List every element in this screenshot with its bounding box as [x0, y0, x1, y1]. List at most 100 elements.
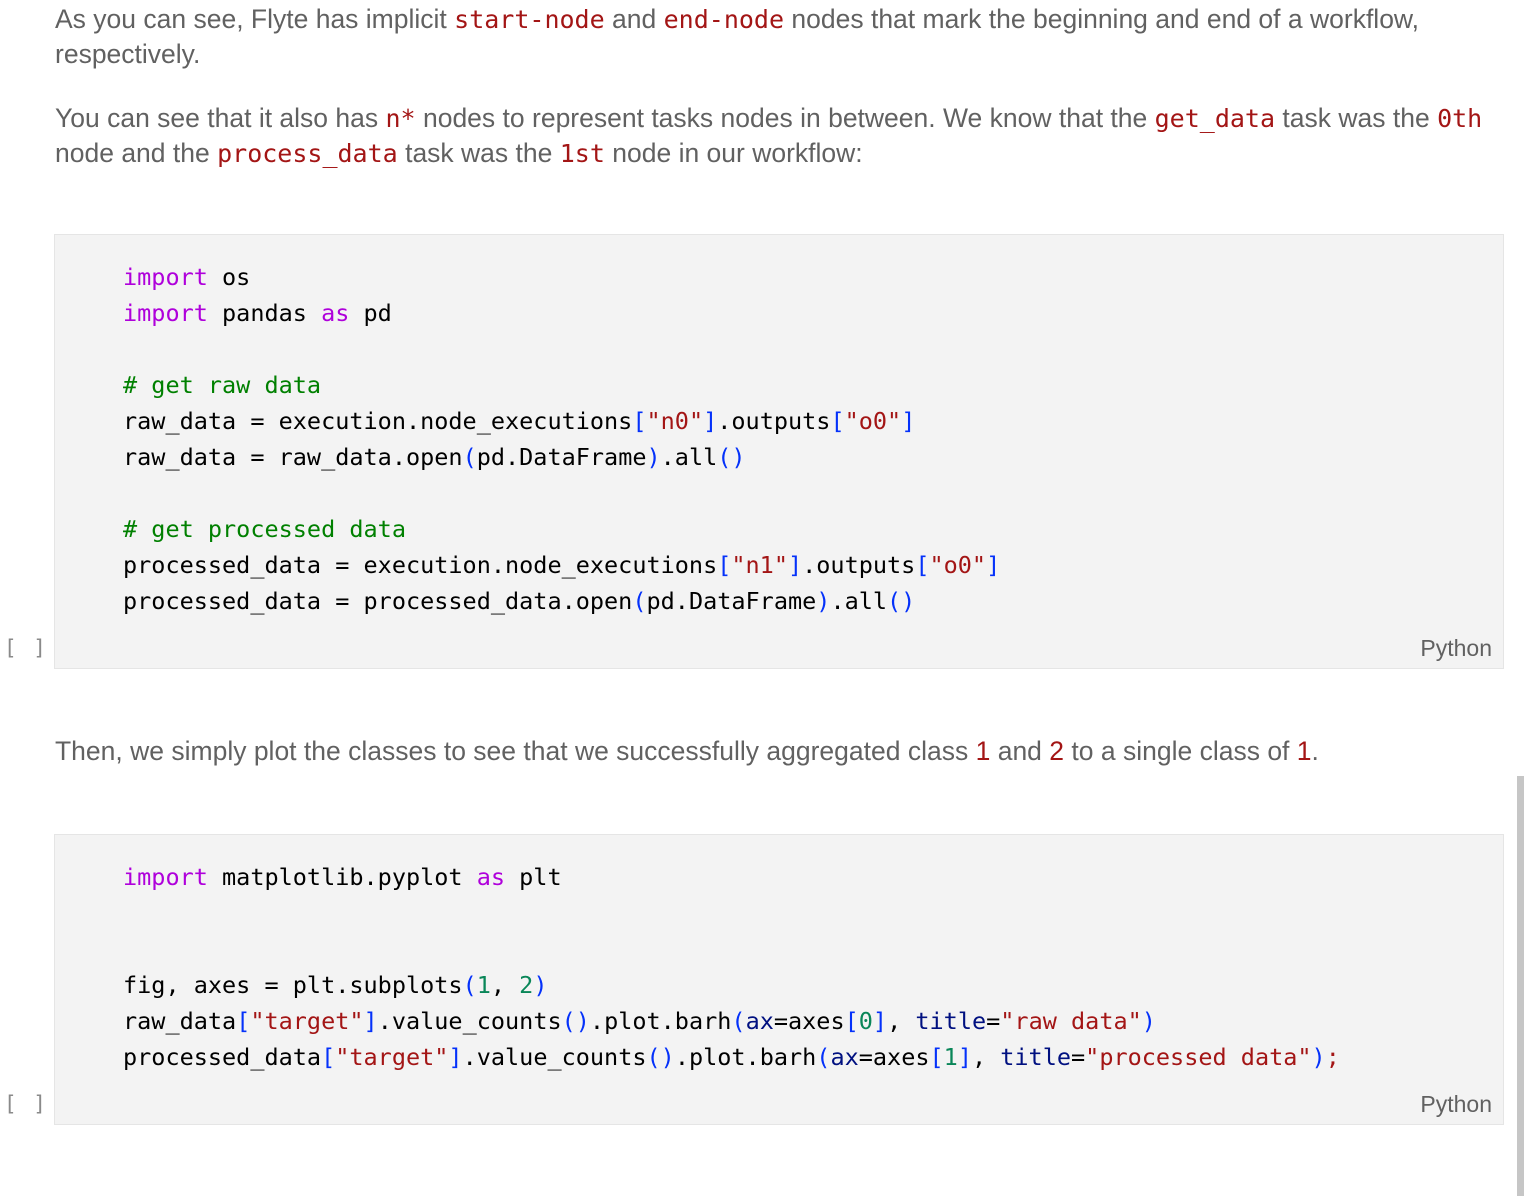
bracket: () [717, 443, 746, 471]
string: "o0" [844, 407, 902, 435]
inline-code-0th: 0th [1437, 104, 1483, 133]
inline-code-1st: 1st [559, 139, 605, 168]
inline-code-end-node: end-node [663, 5, 785, 34]
bracket: ( [731, 1007, 746, 1035]
code-line: fig, axes = plt.subplots(1, 2) [123, 971, 547, 999]
parameter: ax [745, 1007, 774, 1035]
code-line: raw_data = execution.node_executions["n0… [123, 407, 915, 435]
markdown-cell-3: Then, we simply plot the classes to see … [55, 734, 1515, 769]
code-text: raw_data = raw_data.open [123, 443, 463, 471]
code-text: pd.DataFrame [476, 443, 647, 471]
code-text: , [887, 1007, 916, 1035]
markdown-cell-1: As you can see, Flyte has implicit start… [55, 2, 1515, 72]
code-text: plt [505, 863, 562, 891]
bracket: ) [1141, 1007, 1156, 1035]
code-line: processed_data = execution.node_executio… [123, 551, 1000, 579]
code-text: = [986, 1007, 1001, 1035]
keyword: import [123, 263, 208, 291]
string: "target" [250, 1007, 364, 1035]
text: and [604, 4, 664, 34]
text: As you can see, Flyte has implicit [55, 4, 455, 34]
inline-code-n-star: n* [385, 104, 416, 133]
text: You can see that it also has [55, 103, 386, 133]
keyword: as [476, 863, 506, 891]
code-editor[interactable]: import os import pandas as pd # get raw … [123, 259, 1000, 619]
bracket: [ [632, 407, 647, 435]
execution-count-indicator[interactable]: [ ] [4, 636, 48, 660]
string: "target" [335, 1043, 449, 1071]
number: 1 [943, 1043, 958, 1071]
code-text: .plot.barh [674, 1043, 817, 1071]
string: "raw data" [1000, 1007, 1142, 1035]
bracket: [ [321, 1043, 336, 1071]
code-cell-2[interactable]: import matplotlib.pyplot as plt fig, axe… [54, 834, 1504, 1125]
code-text: processed_data [123, 1043, 322, 1071]
code-text: os [207, 263, 251, 291]
bracket: ( [632, 587, 647, 615]
vertical-scrollbar[interactable] [1517, 776, 1524, 1196]
inline-code-process-data: process_data [217, 139, 398, 168]
bracket: ] [703, 407, 718, 435]
code-text: pd [349, 299, 392, 327]
code-comment: # get processed data [123, 515, 406, 543]
bracket: () [646, 1043, 675, 1071]
highlighted-number: 1 [975, 736, 991, 766]
keyword: import [123, 299, 208, 327]
text: and [990, 736, 1050, 766]
bracket: ) [816, 587, 831, 615]
text: node in our workflow: [604, 138, 863, 168]
text: task was the [1275, 103, 1438, 133]
bracket: ( [816, 1043, 831, 1071]
inline-code-start-node: start-node [454, 5, 605, 34]
code-line: import matplotlib.pyplot as plt [123, 863, 562, 891]
bracket: ] [448, 1043, 463, 1071]
markdown-cell-2: You can see that it also has n* nodes to… [55, 101, 1515, 171]
code-text: processed_data = processed_data.open [123, 587, 633, 615]
execution-count-indicator[interactable]: [ ] [4, 1092, 48, 1116]
bracket: [ [915, 551, 930, 579]
code-line: processed_data["target"].value_counts().… [123, 1043, 1340, 1071]
bracket: ) [533, 971, 548, 999]
paragraph-task-nodes: You can see that it also has n* nodes to… [55, 101, 1515, 171]
text: node and the [55, 138, 218, 168]
text: Then, we simply plot the classes to see … [55, 736, 976, 766]
code-line: raw_data["target"].value_counts().plot.b… [123, 1007, 1156, 1035]
text: nodes that mark the beginning and end of… [55, 4, 1419, 69]
string: "o0" [929, 551, 987, 579]
text: . [1311, 736, 1319, 766]
code-editor[interactable]: import matplotlib.pyplot as plt fig, axe… [123, 859, 1340, 1075]
bracket: [ [844, 1007, 859, 1035]
parameter: title [1000, 1043, 1072, 1071]
bracket: ] [787, 551, 803, 579]
code-text: = [1071, 1043, 1086, 1071]
code-line: import os [123, 263, 250, 291]
code-text: .outputs [802, 551, 916, 579]
code-text: pandas [207, 299, 322, 327]
code-text: , [971, 1043, 1001, 1071]
string: "n1" [731, 551, 788, 579]
bracket: ( [462, 443, 477, 471]
code-text: .all [830, 587, 888, 615]
code-line: processed_data = processed_data.open(pd.… [123, 587, 915, 615]
bracket: ] [901, 407, 916, 435]
bracket: ] [986, 551, 1001, 579]
string: "n0" [646, 407, 704, 435]
number: 2 [519, 971, 534, 999]
bracket: ) [1311, 1043, 1326, 1071]
code-text: .value_counts [462, 1043, 647, 1071]
highlighted-number: 2 [1049, 736, 1065, 766]
text: nodes to represent tasks nodes in betwee… [415, 103, 1155, 133]
code-text: fig, axes = plt.subplots [123, 971, 463, 999]
language-label[interactable]: Python [1420, 1091, 1492, 1117]
bracket: [ [236, 1007, 251, 1035]
code-text: =axes [858, 1043, 930, 1071]
bracket: ] [957, 1043, 972, 1071]
code-text: raw_data [123, 1007, 237, 1035]
number: 0 [858, 1007, 873, 1035]
code-cell-1[interactable]: import os import pandas as pd # get raw … [54, 234, 1504, 669]
code-line: import pandas as pd [123, 299, 392, 327]
code-text: .value_counts [377, 1007, 562, 1035]
keyword: import [123, 863, 208, 891]
bracket: ) [646, 443, 661, 471]
language-label[interactable]: Python [1420, 635, 1492, 661]
